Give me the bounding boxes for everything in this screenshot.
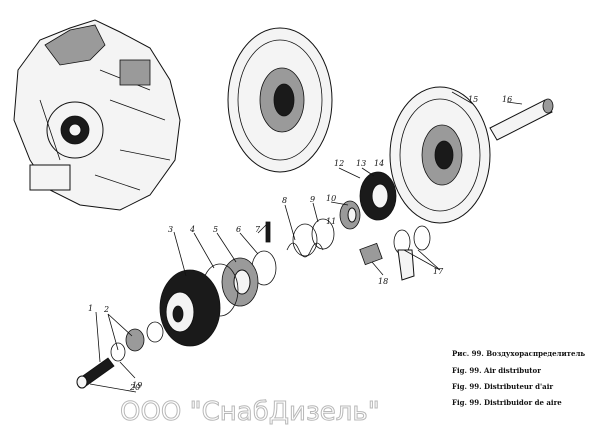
label-15: 15 [468,95,478,104]
leader-lines [89,91,523,393]
large-flange [227,27,333,173]
rings-9-10 [292,218,335,257]
label-18: 18 [378,277,388,286]
housing-3 [159,269,221,347]
shaft-16 [489,98,554,141]
label-3: 3 [168,225,173,234]
label-17: 17 [433,267,444,276]
caption-ru: Рис. 99. Воздухораспределитель [452,349,585,358]
spring-8 [286,242,324,258]
label-16: 16 [502,95,512,104]
hub-14 [359,171,397,221]
caption-fr: Fig. 99. Distributeur d'air [452,382,553,391]
label-19: 19 [132,381,142,390]
label-13: 13 [356,159,366,168]
bracket-17 [393,225,431,281]
label-14: 14 [374,159,384,168]
hub-5 [221,257,259,307]
label-20: 20 [129,383,140,392]
watermark: ООО "СнабДизель" [120,397,380,427]
label-4: 4 [189,225,195,234]
caption-es: Fig. 99. Distribuidor de aire [452,398,562,407]
label-10: 10 [326,194,336,203]
label-5: 5 [213,225,218,234]
label-12: 12 [334,159,344,168]
label-9: 9 [310,195,315,204]
bolt-1-20 [76,357,115,389]
washers-2-19 [110,321,164,362]
label-1: 1 [88,304,93,313]
bushing-11 [339,200,361,230]
label-11: 11 [326,217,336,226]
engine-housing [13,19,181,211]
pin-7 [265,221,271,243]
caption-en: Fig. 99. Air distributor [452,366,541,375]
label-2: 2 [103,305,109,314]
flange-disc-15 [389,86,491,224]
label-6: 6 [236,225,241,234]
fitting-18 [359,242,383,266]
label-7: 7 [255,225,261,234]
label-8: 8 [282,196,287,205]
